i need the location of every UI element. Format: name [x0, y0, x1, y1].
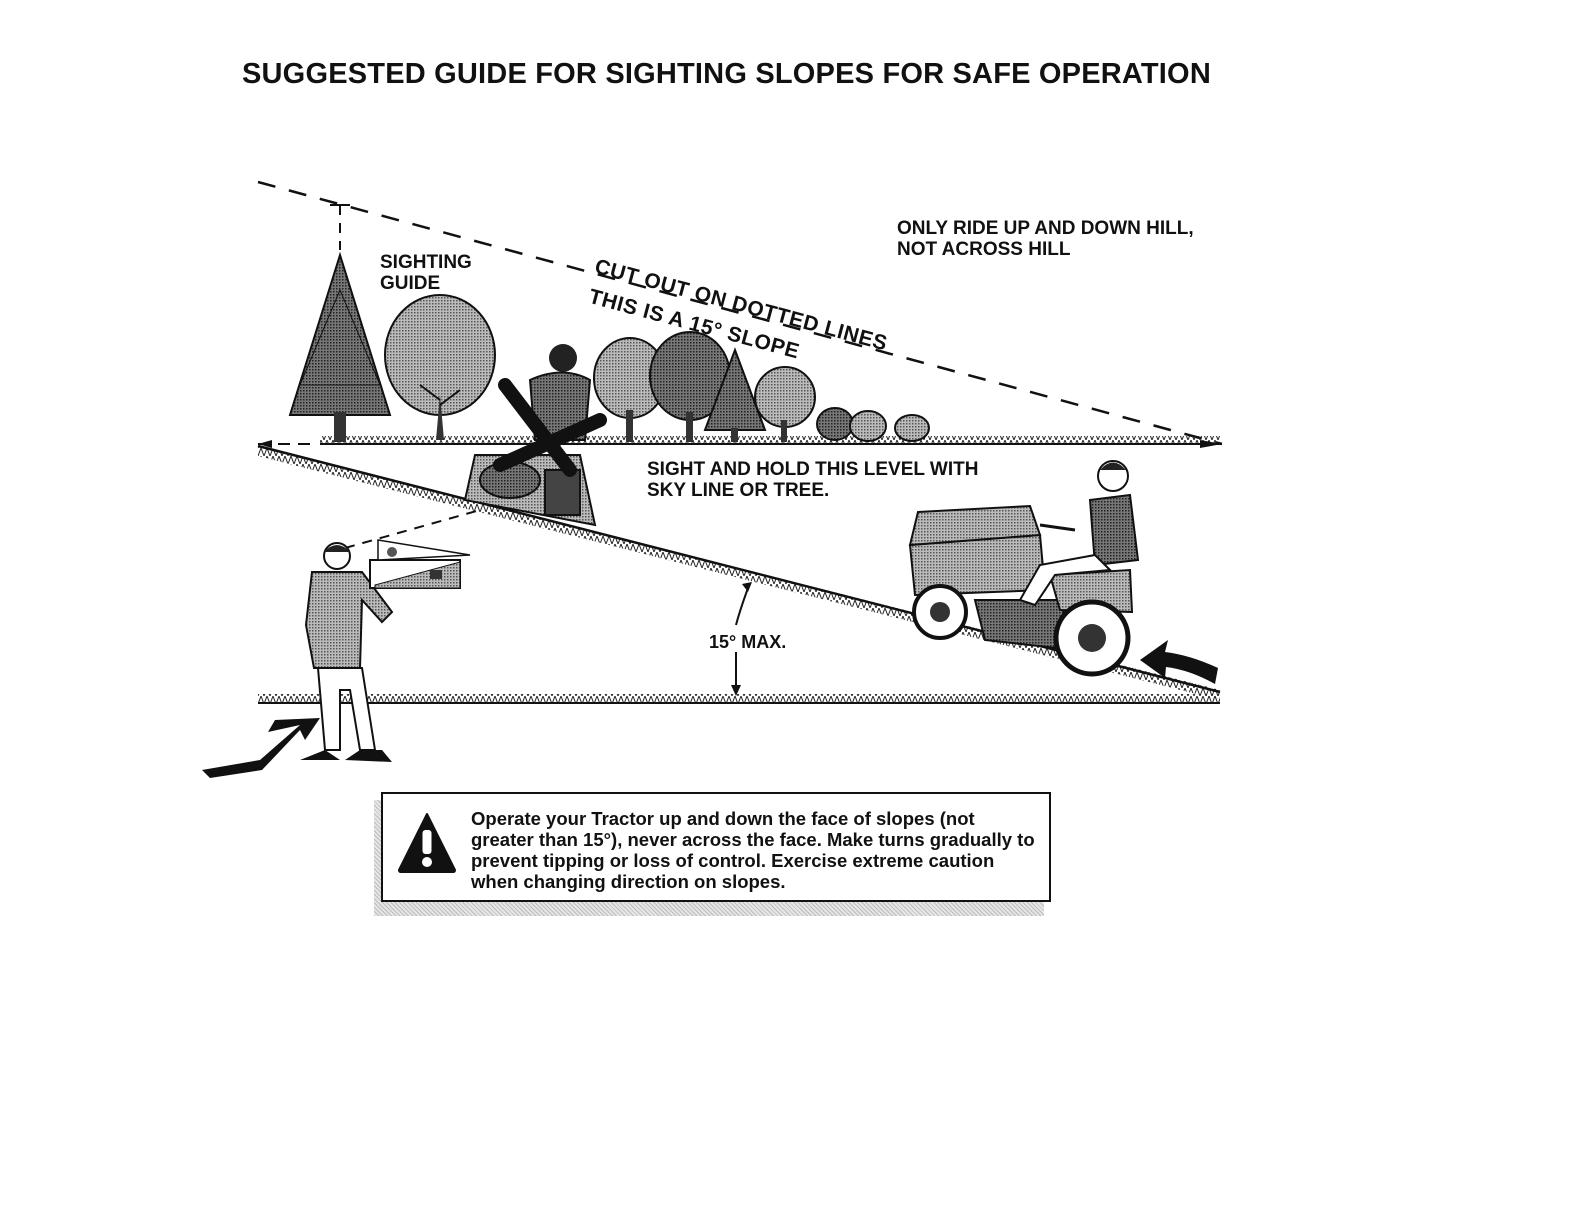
sighting-guide-dashed-line: [257, 180, 1223, 446]
tractor-up-slope-icon: [908, 460, 1140, 677]
warning-text: Operate your Tractor up and down the fac…: [471, 808, 1035, 892]
warning-triangle-icon: [398, 813, 456, 873]
max-angle-label: 15° MAX.: [709, 632, 787, 652]
observer-sight-line: [344, 509, 481, 549]
upper-ground-strip: [320, 436, 1220, 444]
observer-shadow: [202, 718, 320, 778]
sighting-guide-label: SIGHTING GUIDE: [380, 252, 472, 294]
lower-ground-strip: [258, 694, 1220, 702]
angle-arrow-up-icon: [742, 582, 752, 592]
tree-group-icon: [593, 331, 930, 442]
sighting-card-icon: [369, 539, 471, 589]
slope-top-arrow: [258, 440, 272, 448]
slope-surface: [258, 446, 1220, 700]
angle-arc-top: [735, 587, 749, 626]
upper-line-arrow: [1200, 440, 1222, 448]
deciduous-tree-icon: [384, 294, 496, 440]
ride-direction-label: ONLY RIDE UP AND DOWN HILL, NOT ACROSS H…: [897, 218, 1194, 260]
uphill-direction-arrow-icon: [1140, 640, 1218, 684]
angle-arrow-down-icon: [731, 685, 741, 696]
pine-tree-icon: [288, 251, 392, 442]
crossed-out-tractor-icon: [463, 344, 607, 527]
observer-person-icon: [202, 542, 394, 778]
sight-and-hold-label: SIGHT AND HOLD THIS LEVEL WITH SKY LINE …: [647, 459, 979, 501]
page-title: SUGGESTED GUIDE FOR SIGHTING SLOPES FOR …: [242, 58, 1211, 90]
warning-box: Operate your Tractor up and down the fac…: [381, 792, 1051, 902]
